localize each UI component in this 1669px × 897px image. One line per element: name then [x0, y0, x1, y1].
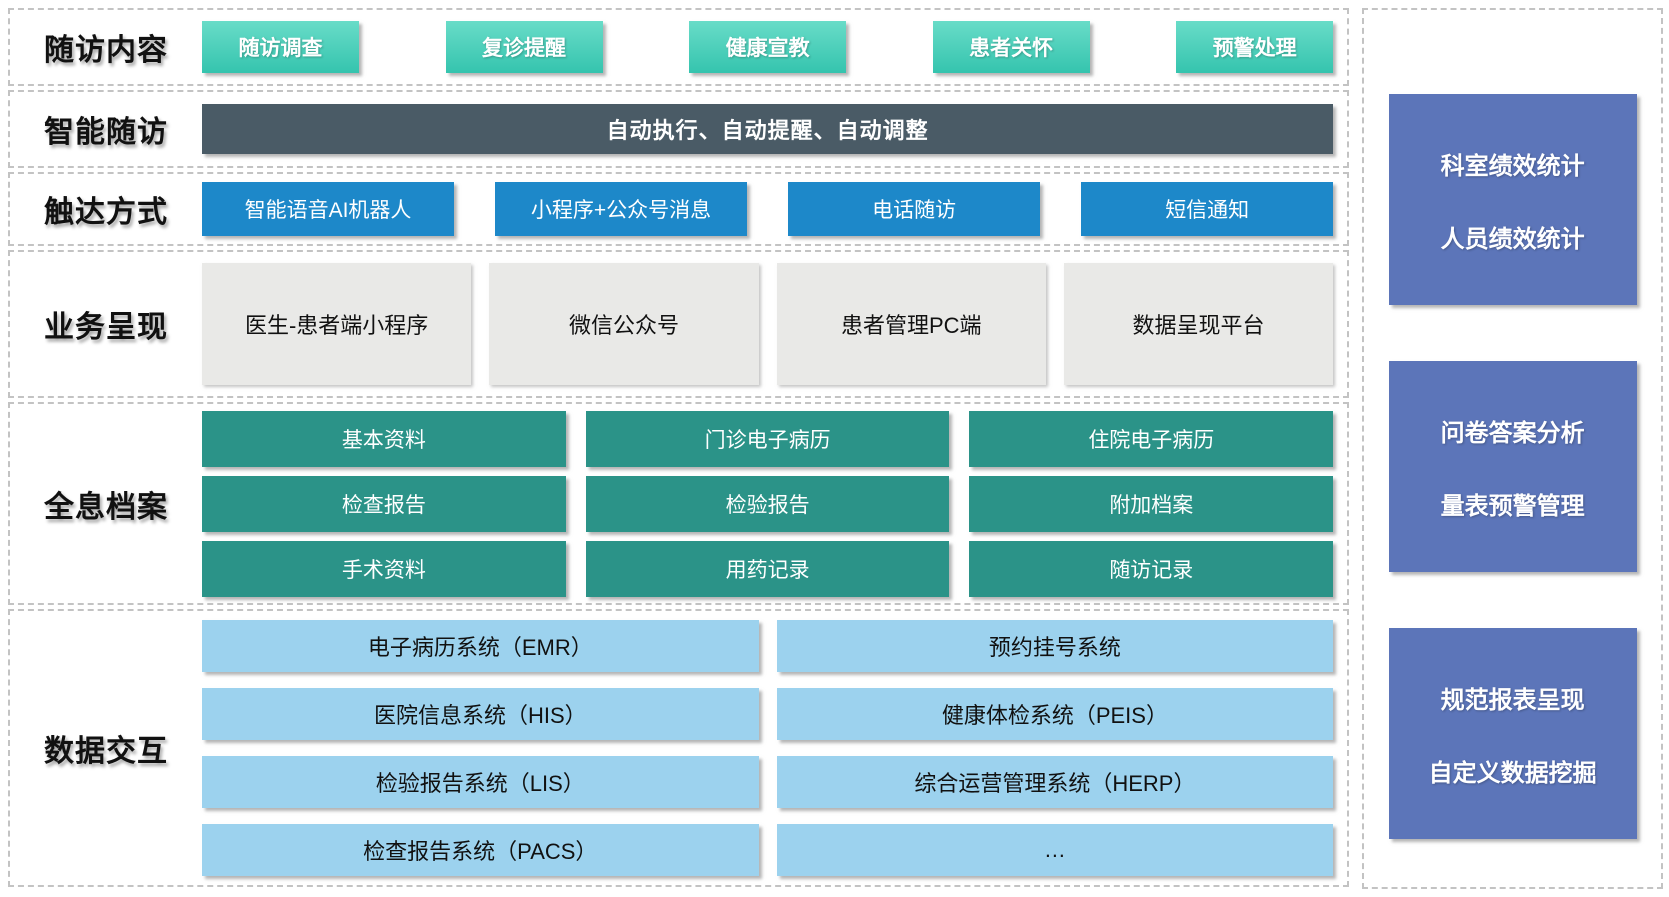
section-label-followup-content: 随访内容 [44, 34, 168, 67]
tile-outpatient-emr: 门诊电子病历 [585, 410, 950, 467]
btn-miniprogram-official-account: 小程序+公众号消息 [495, 182, 748, 236]
btn-ai-voice-robot: 智能语音AI机器人 [202, 182, 454, 236]
panel-line: 自定义数据挖掘 [1428, 759, 1597, 787]
btn-sms-notify: 短信通知 [1081, 182, 1334, 236]
tile-inpatient-emr: 住院电子病历 [969, 410, 1334, 467]
main-column: 随访内容 随访调查 复诊提醒 健康宣教 患者关怀 预警处理 智能随访 自动执行、… [8, 8, 1350, 891]
tile-exam-report: 检查报告 [202, 475, 566, 532]
panel-report-mining: 规范报表呈现 自定义数据挖掘 [1388, 628, 1637, 839]
section-business-presentation: 业务呈现 医生-患者端小程序 微信公众号 患者管理PC端 数据呈现平台 [8, 250, 1350, 398]
pill-revisit-reminder: 复诊提醒 [445, 21, 603, 73]
tile-basic-info: 基本资料 [202, 410, 566, 467]
section-label-holographic-archive: 全息档案 [44, 490, 168, 524]
btn-phone-followup: 电话随访 [788, 182, 1041, 236]
sys-his: 医院信息系统（HIS） [202, 688, 759, 740]
section-label-smart-followup: 智能随访 [44, 116, 168, 149]
business-presentation-items: 医生-患者端小程序 微信公众号 患者管理PC端 数据呈现平台 [202, 263, 1334, 385]
auto-execution-banner: 自动执行、自动提醒、自动调整 [202, 104, 1334, 154]
panel-line: 人员绩效统计 [1440, 225, 1585, 253]
right-sidebar: 科室绩效统计 人员绩效统计 问卷答案分析 量表预警管理 规范报表呈现 自定义数据… [1362, 8, 1663, 889]
sys-emr: 电子病历系统（EMR） [202, 620, 759, 672]
pill-alert-handling: 预警处理 [1176, 21, 1334, 73]
section-holographic-archive: 全息档案 基本资料 门诊电子病历 住院电子病历 检查报告 检验报告 附加档案 手… [8, 402, 1350, 605]
section-smart-followup: 智能随访 自动执行、自动提醒、自动调整 [8, 90, 1350, 168]
sys-appointment: 预约挂号系统 [776, 620, 1334, 672]
reach-methods-items: 智能语音AI机器人 小程序+公众号消息 电话随访 短信通知 [202, 182, 1334, 236]
sys-peis: 健康体检系统（PEIS） [776, 688, 1334, 740]
data-exchange-grid: 电子病历系统（EMR） 预约挂号系统 医院信息系统（HIS） 健康体检系统（PE… [202, 620, 1334, 876]
panel-performance-stats: 科室绩效统计 人员绩效统计 [1388, 94, 1637, 305]
tile-medication-record: 用药记录 [585, 540, 950, 597]
sys-more: … [776, 824, 1334, 876]
section-reach-methods: 触达方式 智能语音AI机器人 小程序+公众号消息 电话随访 短信通知 [8, 172, 1350, 246]
box-doctor-patient-miniprogram: 医生-患者端小程序 [202, 263, 472, 385]
box-wechat-official-account: 微信公众号 [489, 263, 759, 385]
pill-patient-care: 患者关怀 [932, 21, 1090, 73]
tile-lab-report: 检验报告 [585, 475, 950, 532]
panel-questionnaire-analysis: 问卷答案分析 量表预警管理 [1388, 361, 1637, 572]
smart-followup-content: 自动执行、自动提醒、自动调整 [202, 104, 1334, 154]
sys-herp: 综合运营管理系统（HERP） [776, 756, 1334, 808]
box-patient-management-pc: 患者管理PC端 [776, 263, 1046, 385]
box-data-platform: 数据呈现平台 [1063, 263, 1334, 385]
tile-surgery-info: 手术资料 [202, 540, 566, 597]
section-data-exchange: 数据交互 电子病历系统（EMR） 预约挂号系统 医院信息系统（HIS） 健康体检… [8, 609, 1350, 887]
tile-additional-archive: 附加档案 [969, 475, 1334, 532]
panel-line: 问卷答案分析 [1440, 419, 1585, 447]
section-followup-content: 随访内容 随访调查 复诊提醒 健康宣教 患者关怀 预警处理 [8, 8, 1350, 86]
pill-followup-survey: 随访调查 [202, 21, 359, 73]
section-label-data-exchange: 数据交互 [44, 735, 168, 768]
pill-health-education: 健康宣教 [689, 21, 847, 73]
followup-content-items: 随访调查 复诊提醒 健康宣教 患者关怀 预警处理 [202, 21, 1334, 73]
panel-line: 规范报表呈现 [1440, 686, 1585, 714]
sys-lis: 检验报告系统（LIS） [202, 756, 759, 808]
holographic-archive-grid: 基本资料 门诊电子病历 住院电子病历 检查报告 检验报告 附加档案 手术资料 用… [202, 410, 1334, 597]
section-label-reach-methods: 触达方式 [44, 196, 168, 229]
panel-line: 科室绩效统计 [1440, 152, 1585, 180]
panel-line: 量表预警管理 [1440, 492, 1585, 520]
tile-followup-record: 随访记录 [969, 540, 1334, 597]
sys-pacs: 检查报告系统（PACS） [202, 824, 759, 876]
section-label-business-presentation: 业务呈现 [44, 311, 168, 344]
